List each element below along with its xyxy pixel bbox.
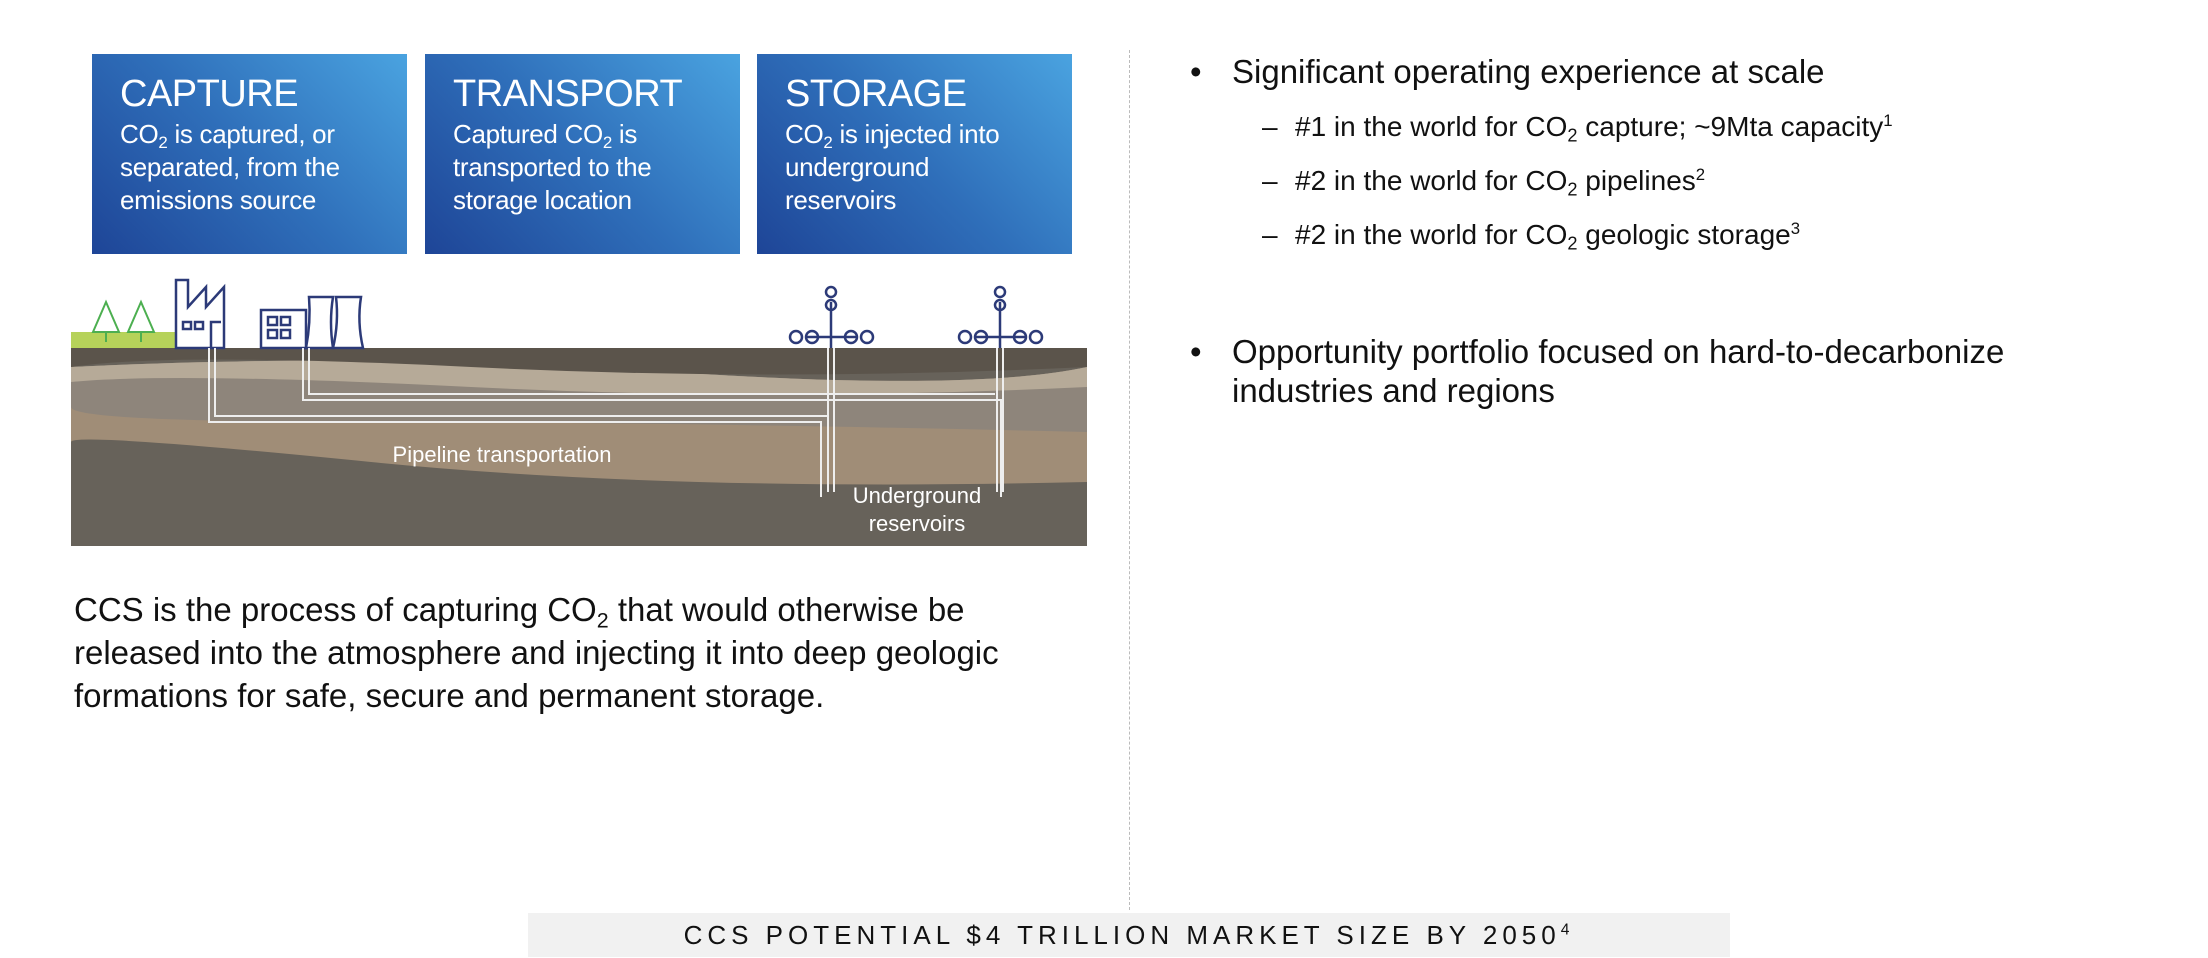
storage-box: STORAGE CO2 is injected into underground… xyxy=(757,54,1072,254)
footnote: 2 xyxy=(1695,164,1706,184)
capture-text: CO2 is captured, or separated, from the … xyxy=(120,118,379,217)
pipelines xyxy=(208,348,1004,497)
subscript: 2 xyxy=(1567,125,1578,146)
text: CCS is the process of capturing CO xyxy=(74,591,597,628)
text: CO xyxy=(785,119,824,149)
text: capture; ~9Mta capacity xyxy=(1577,111,1884,142)
bullet-text: Significant operating experience at scal… xyxy=(1232,53,1825,90)
text: that would otherwise be released into th… xyxy=(74,591,999,714)
text: #1 in the world for CO xyxy=(1295,111,1568,142)
capture-title: CAPTURE xyxy=(120,73,299,115)
pipeline-label: Pipeline transportation xyxy=(393,442,612,467)
well-heads xyxy=(788,285,1044,348)
dash-icon: – xyxy=(1262,165,1278,196)
footnote: 3 xyxy=(1790,218,1801,238)
capture-box: CAPTURE CO2 is captured, or separated, f… xyxy=(92,54,407,254)
transport-box: TRANSPORT Captured CO2 is transported to… xyxy=(425,54,740,254)
footnote: 1 xyxy=(1883,110,1893,130)
subscript: 2 xyxy=(158,133,168,153)
text: is injected into underground reservoirs xyxy=(785,119,1000,215)
column-divider xyxy=(1129,50,1130,910)
ccs-description: CCS is the process of capturing CO2 that… xyxy=(74,588,1074,717)
text: Captured CO xyxy=(453,119,603,149)
sub-bullet-text: #2 in the world for CO2 pipelines2 xyxy=(1295,164,1706,200)
power-plant-icon xyxy=(259,295,365,350)
text: is captured, or separated, from the emis… xyxy=(120,119,340,215)
subscript: 2 xyxy=(602,133,612,153)
transport-text: Captured CO2 is transported to the stora… xyxy=(453,118,712,217)
market-size-banner: CCS POTENTIAL $4 TRILLION MARKET SIZE BY… xyxy=(528,913,1730,957)
subscript: 2 xyxy=(596,608,609,633)
text: is transported to the storage location xyxy=(453,119,652,215)
dash-icon: – xyxy=(1262,111,1278,142)
dash-icon: – xyxy=(1262,219,1278,250)
text: pipelines xyxy=(1577,165,1696,196)
sub-bullet-text: #2 in the world for CO2 geologic storage… xyxy=(1295,218,1801,254)
text: #2 in the world for CO xyxy=(1295,219,1568,250)
storage-text: CO2 is injected into underground reservo… xyxy=(785,118,1044,217)
ccs-diagram: Pipeline transportation Underground rese… xyxy=(71,278,1087,546)
reservoir-label-1: Underground xyxy=(853,483,981,508)
text: #2 in the world for CO xyxy=(1295,165,1568,196)
trees-icon xyxy=(91,299,156,342)
subscript: 2 xyxy=(1567,233,1578,254)
factory-icon xyxy=(174,278,226,350)
banner-text: CCS POTENTIAL $4 TRILLION MARKET SIZE BY… xyxy=(683,920,1561,950)
sub-bullet-text: #1 in the world for CO2 capture; ~9Mta c… xyxy=(1295,110,1893,146)
text: CO xyxy=(120,119,159,149)
bullet-text: Opportunity portfolio focused on hard-to… xyxy=(1232,333,2005,409)
text: geologic storage xyxy=(1577,219,1791,250)
subscript: 2 xyxy=(823,133,833,153)
transport-title: TRANSPORT xyxy=(453,73,683,115)
bullet-icon: • xyxy=(1190,333,1202,370)
reservoir-label-2: reservoirs xyxy=(869,511,966,536)
bullet-icon: • xyxy=(1190,53,1202,90)
footnote: 4 xyxy=(1560,921,1575,939)
subscript: 2 xyxy=(1567,179,1578,200)
storage-title: STORAGE xyxy=(785,73,967,115)
